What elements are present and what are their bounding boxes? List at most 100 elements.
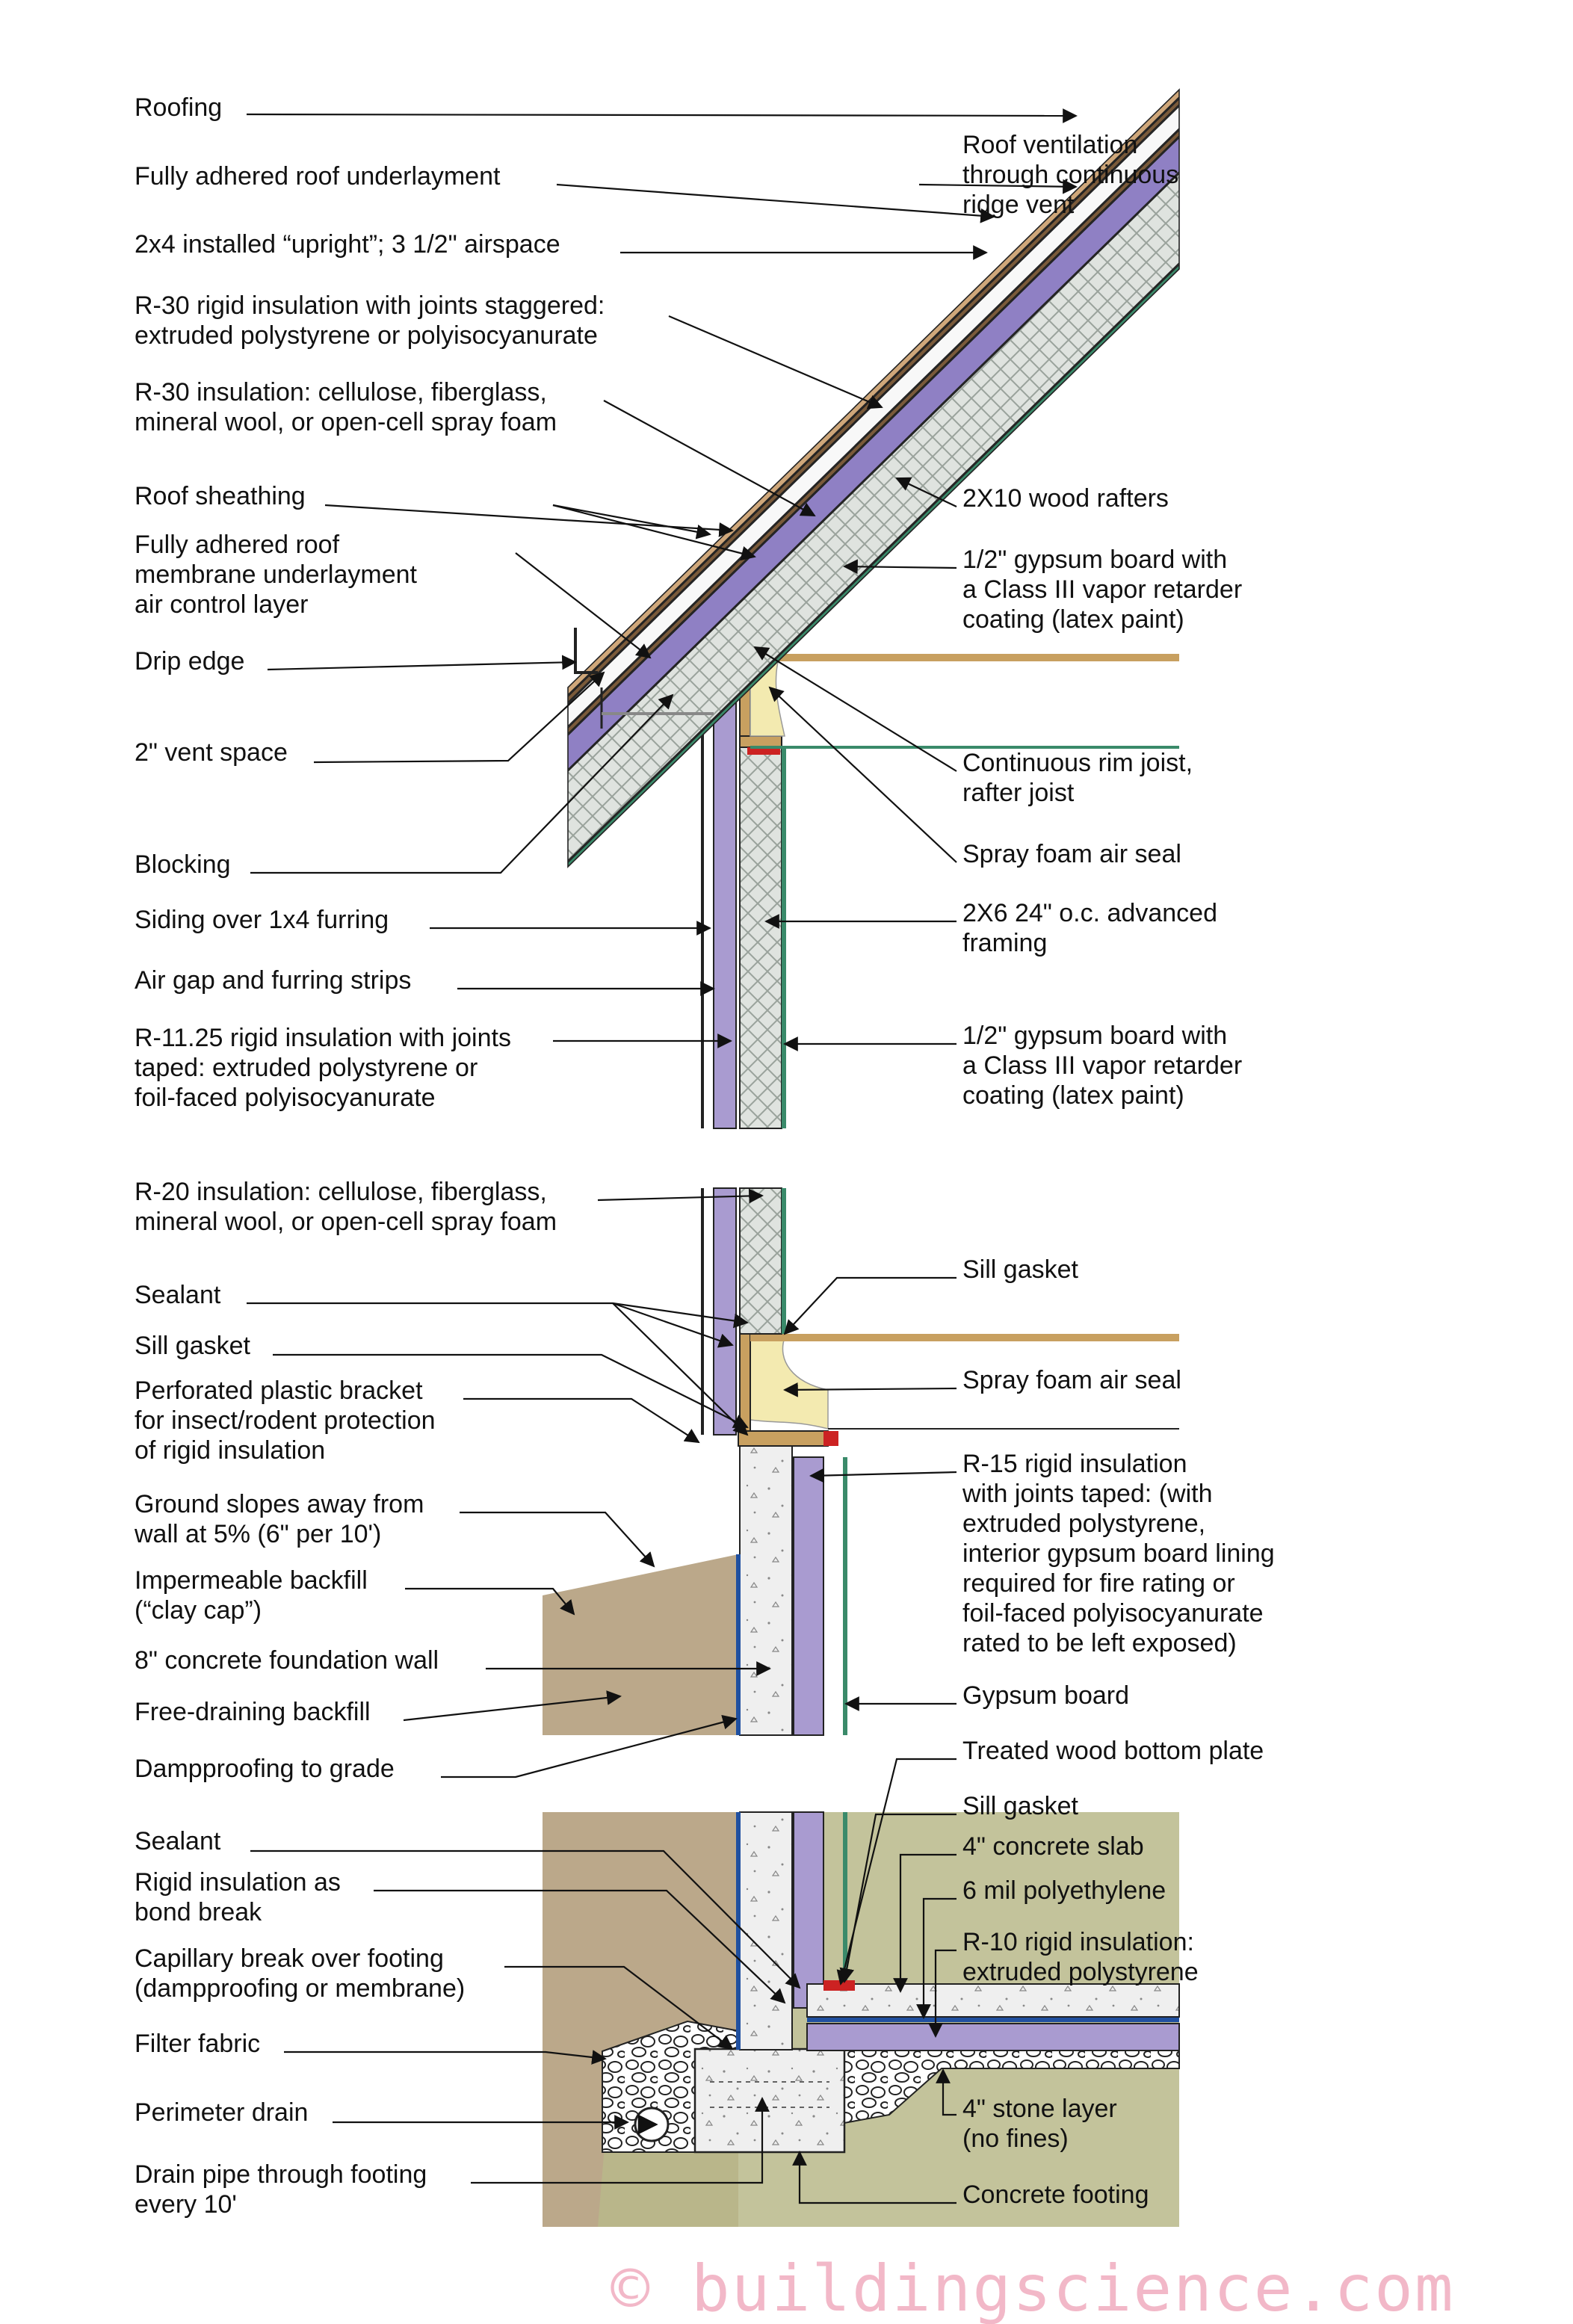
label-rafters: 2X10 wood rafters bbox=[962, 484, 1169, 513]
label-line: extruded polystyrene or polyisocyanurate bbox=[135, 321, 598, 350]
label-line: air control layer bbox=[135, 590, 308, 619]
label-line: Spray foam air seal bbox=[962, 840, 1181, 868]
label-line: bond break bbox=[135, 1898, 262, 1926]
label-line: R-11.25 rigid insulation with joints bbox=[135, 1024, 511, 1052]
label-line: Sill gasket bbox=[962, 1255, 1079, 1284]
bottom-plate-gasket bbox=[823, 1980, 855, 1991]
roof-airspace-band bbox=[567, 105, 1180, 728]
label-line: with joints taped: (with bbox=[962, 1480, 1213, 1508]
label-gypsum-board: Gypsum board bbox=[962, 1681, 1129, 1710]
label-line: 2" vent space bbox=[135, 738, 288, 767]
label-line: Roof sheathing bbox=[135, 482, 306, 510]
leader-stone-layer bbox=[936, 2068, 957, 2116]
concrete-footing bbox=[693, 2048, 846, 2154]
label-sill-gasket-2: Sill gasket bbox=[962, 1255, 1079, 1284]
leader-r10-rigid bbox=[928, 1949, 957, 2038]
label-line: 4" concrete slab bbox=[962, 1832, 1144, 1861]
leader-extra-roof-sheathing bbox=[552, 504, 756, 561]
leader-r30-insulation bbox=[603, 400, 816, 516]
label-sill-gasket-1: Sill gasket bbox=[135, 1332, 251, 1360]
label-line: Treated wood bottom plate bbox=[962, 1737, 1264, 1765]
leader-extra-sealant-1 bbox=[612, 1302, 749, 1436]
label-spray-foam-2: Spray foam air seal bbox=[962, 1366, 1181, 1394]
label-line: 4" stone layer bbox=[962, 2095, 1117, 2123]
label-free-draining: Free-draining backfill bbox=[135, 1698, 371, 1726]
label-line: through continuous bbox=[962, 161, 1178, 189]
watermark: © buildingscience.com bbox=[611, 2252, 1454, 2324]
leader-concrete-footing bbox=[792, 2151, 957, 2204]
label-line: Blocking bbox=[135, 850, 231, 879]
label-r10-rigid: R-10 rigid insulation:extruded polystyre… bbox=[962, 1928, 1199, 1986]
label-sealant-2: Sealant bbox=[135, 1827, 221, 1855]
label-line: 6 mil polyethylene bbox=[962, 1876, 1166, 1905]
label-concrete-footing: Concrete footing bbox=[962, 2181, 1149, 2209]
label-line: membrane underlayment bbox=[135, 560, 418, 589]
leader-sealant-1 bbox=[247, 1302, 749, 1329]
label-blocking: Blocking bbox=[135, 850, 231, 879]
leader-free-draining bbox=[403, 1690, 622, 1722]
label-roofing: Roofing bbox=[135, 93, 222, 122]
label-line: Continuous rim joist, bbox=[962, 749, 1193, 777]
label-sill-gasket-3: Sill gasket bbox=[962, 1792, 1079, 1820]
label-roof-sheathing: Roof sheathing bbox=[135, 482, 306, 510]
label-filter-fabric: Filter fabric bbox=[135, 2030, 260, 2058]
roof-rigid-band bbox=[567, 136, 1180, 771]
label-line: Perimeter drain bbox=[135, 2098, 308, 2127]
label-line: framing bbox=[962, 929, 1047, 957]
label-line: a Class III vapor retarder bbox=[962, 1051, 1242, 1080]
label-line: Sill gasket bbox=[135, 1332, 251, 1360]
label-line: Siding over 1x4 furring bbox=[135, 906, 389, 934]
label-impermeable-backfill: Impermeable backfill(“clay cap”) bbox=[135, 1566, 368, 1625]
label-line: Fully adhered roof underlayment bbox=[135, 162, 501, 191]
label-line: Sealant bbox=[135, 1281, 221, 1309]
roof-gypsum-band bbox=[567, 263, 1180, 868]
label-air-gap: Air gap and furring strips bbox=[135, 966, 411, 995]
leader-drain-pipe bbox=[471, 2097, 770, 2184]
section-drawing bbox=[543, 88, 1180, 2227]
roof-shingle-band bbox=[567, 88, 1180, 696]
label-line: (no fines) bbox=[962, 2124, 1069, 2153]
label-line: Fully adhered roof bbox=[135, 531, 340, 559]
leader-plastic-bracket bbox=[463, 1397, 700, 1444]
label-line: Roof ventilation bbox=[962, 131, 1137, 159]
label-line: Drain pipe through footing bbox=[135, 2160, 427, 2189]
wall-gypsum-lower bbox=[782, 1188, 786, 1334]
label-foundation-wall: 8" concrete foundation wall bbox=[135, 1646, 439, 1675]
label-line: extruded polystyrene bbox=[962, 1958, 1199, 1986]
label-line: Roofing bbox=[135, 93, 222, 122]
polyethylene bbox=[807, 2018, 1179, 2022]
foundation-wall-upper bbox=[739, 1443, 793, 1736]
label-line: every 10' bbox=[135, 2190, 237, 2219]
label-line: Sill gasket bbox=[962, 1792, 1079, 1820]
label-r20-insulation: R-20 insulation: cellulose, fiberglass,m… bbox=[135, 1178, 557, 1236]
leader-roof-membrane bbox=[515, 552, 652, 659]
label-line: Capillary break over footing bbox=[135, 1944, 444, 1973]
leader-sill-gasket-3 bbox=[839, 1813, 957, 1983]
label-line: Air gap and furring strips bbox=[135, 966, 411, 995]
leader-bottom-plate bbox=[836, 1758, 957, 1985]
r10-rigid bbox=[806, 2023, 1180, 2051]
r15-rigid-upper bbox=[793, 1456, 824, 1736]
label-line: mineral wool, or open-cell spray foam bbox=[135, 408, 557, 436]
leader-impermeable-backfill bbox=[405, 1587, 575, 1616]
label-line: 8" concrete foundation wall bbox=[135, 1646, 439, 1675]
label-line: wall at 5% (6" per 10') bbox=[134, 1520, 381, 1548]
wall-batt-lower bbox=[739, 1187, 782, 1335]
leader-dampproofing bbox=[441, 1714, 738, 1778]
label-line: Filter fabric bbox=[135, 2030, 260, 2058]
label-line: Rigid insulation as bbox=[135, 1868, 341, 1897]
label-line: coating (latex paint) bbox=[962, 1081, 1184, 1110]
label-line: extruded polystyrene, bbox=[962, 1509, 1205, 1538]
label-r30-insulation: R-30 insulation: cellulose, fiberglass,m… bbox=[135, 378, 557, 436]
leader-extra-roof-sheathing bbox=[552, 504, 711, 540]
dampproofing-upper bbox=[736, 1554, 741, 1735]
r15-rigid-lower bbox=[793, 1811, 824, 2009]
leader-gypsum-roof bbox=[843, 559, 957, 575]
